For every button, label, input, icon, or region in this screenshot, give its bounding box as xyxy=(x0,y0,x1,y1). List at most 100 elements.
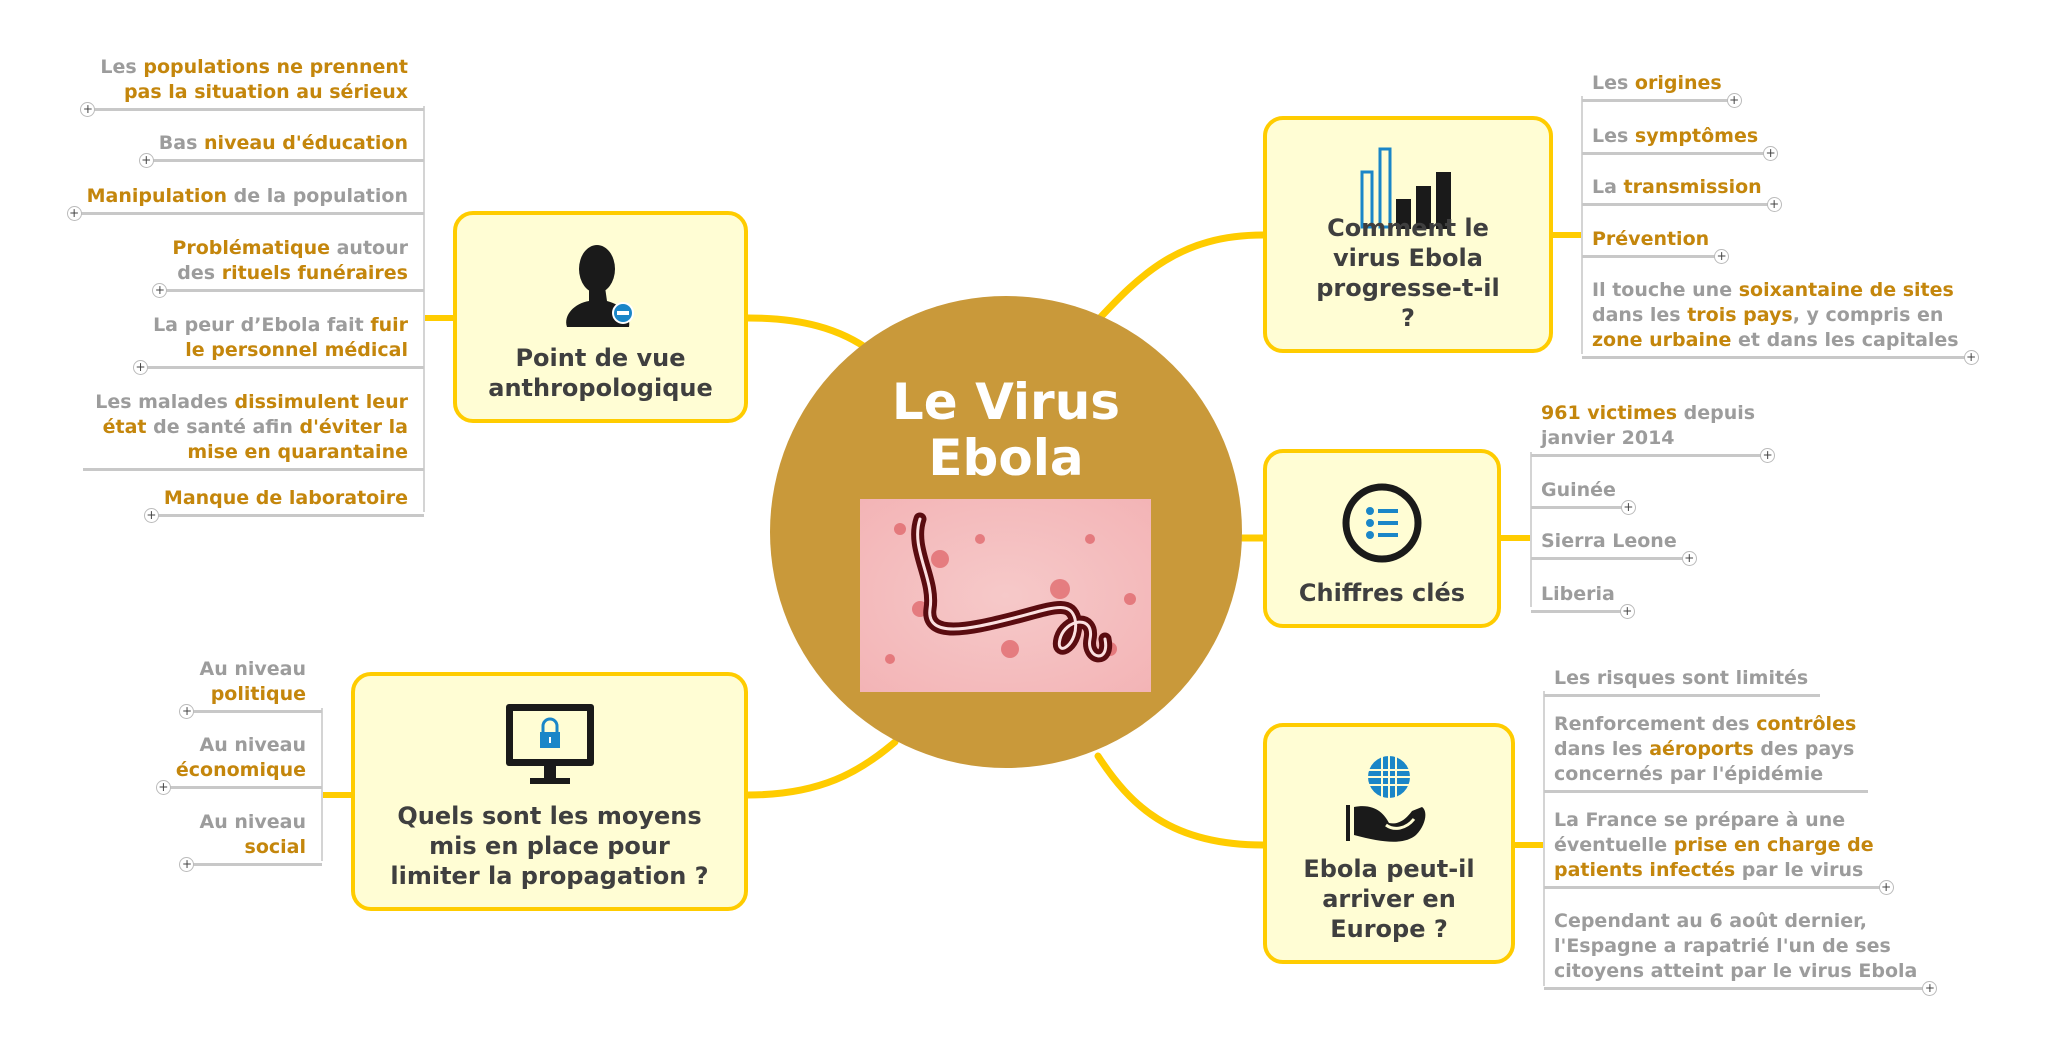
highlighted-text: populations ne prennent xyxy=(143,56,408,78)
subtopic-anthropo-1[interactable]: Bas niveau d'éducation+ xyxy=(138,131,424,168)
connector-moyens xyxy=(744,738,899,799)
expand-plus-icon[interactable]: + xyxy=(1963,350,1979,365)
highlighted-text: Prévention xyxy=(1592,228,1710,250)
subtopic-europe-0[interactable]: Les risques sont limités xyxy=(1544,666,1821,697)
highlighted-text: politique xyxy=(210,683,306,705)
subtopic-chiffres-1[interactable]: Guinée + xyxy=(1531,478,1636,515)
expand-plus-icon[interactable]: + xyxy=(1681,551,1697,566)
expand-plus-icon[interactable]: + xyxy=(1878,880,1894,895)
subtopic-text: Renforcement des xyxy=(1554,713,1757,735)
subtopic-progression-1[interactable]: Les symptômes + xyxy=(1582,124,1779,161)
connector-anthropo xyxy=(744,314,876,356)
highlighted-text: fuir xyxy=(370,314,408,336)
subtopic-text: La France se prépare à une xyxy=(1554,809,1846,831)
topic-chiffres[interactable]: Chiffres clés xyxy=(1263,449,1501,628)
subtopic-text: depuis xyxy=(1677,402,1756,424)
subtopic-anthropo-4[interactable]: La peur d’Ebola fait fuir le personnel mé… xyxy=(133,313,424,375)
subtopic-text: Les xyxy=(1592,125,1635,147)
expand-plus-icon[interactable]: + xyxy=(1760,448,1776,463)
expand-plus-icon[interactable]: + xyxy=(1620,500,1636,515)
central-title-line1: Le Virus xyxy=(891,373,1121,431)
subtopic-text: éventuelle xyxy=(1554,834,1674,856)
subtopic-anthropo-6[interactable]: Manque de laboratoire+ xyxy=(143,486,424,523)
expand-plus-icon[interactable]: + xyxy=(66,206,82,221)
subtopic-text: janvier 2014 xyxy=(1541,427,1675,449)
expand-plus-icon[interactable]: + xyxy=(80,102,96,117)
highlighted-text: zone urbaine xyxy=(1592,329,1732,351)
subtopic-bracket-line xyxy=(1543,691,1545,986)
highlighted-text: soixantaine de sites xyxy=(1738,279,1954,301)
subtopic-text: La xyxy=(1592,176,1624,198)
central-title: Le Virus Ebola xyxy=(770,374,1242,486)
highlighted-text: Problématique xyxy=(172,237,330,259)
highlighted-text: Manipulation xyxy=(86,185,228,207)
subtopic-progression-2[interactable]: La transmission + xyxy=(1582,175,1782,212)
subtopic-text: Au niveau xyxy=(199,734,306,756)
expand-plus-icon[interactable]: + xyxy=(133,360,149,375)
subtopic-europe-3[interactable]: Cependant au 6 août dernier,l'Espagne a … xyxy=(1544,909,1938,996)
topic-europe[interactable]: Ebola peut-il arriver en Europe ? xyxy=(1263,723,1515,964)
expand-plus-icon[interactable]: + xyxy=(179,704,195,719)
topic-anthropo[interactable]: Point de vue anthropologique xyxy=(453,211,748,423)
highlighted-text: pas la situation au sérieux xyxy=(123,81,408,103)
subtopic-chiffres-3[interactable]: Liberia+ xyxy=(1531,582,1635,619)
subtopic-text: autour xyxy=(330,237,408,259)
expand-plus-icon[interactable]: + xyxy=(1766,197,1782,212)
subtopic-text: dans les xyxy=(1554,738,1650,760)
highlighted-text: mise en quarantaine xyxy=(187,441,408,463)
subtopic-text: par le virus xyxy=(1735,859,1864,881)
topic-progression[interactable]: Comment le virus Ebola progresse-t-il ? xyxy=(1263,116,1553,353)
expand-plus-icon[interactable]: + xyxy=(1726,93,1742,108)
highlighted-text: contrôles xyxy=(1756,713,1857,735)
subtopic-progression-0[interactable]: Les origines+ xyxy=(1582,71,1742,108)
subtopic-moyens-1[interactable]: Au niveau économique + xyxy=(155,733,322,795)
subtopic-text: concernés par l'épidémie xyxy=(1554,763,1824,785)
subtopic-text: La peur d’Ebola fait xyxy=(153,314,371,336)
central-topic[interactable]: Le Virus Ebola xyxy=(770,296,1242,768)
expand-plus-icon[interactable]: + xyxy=(1922,981,1938,996)
expand-plus-icon[interactable]: + xyxy=(1763,146,1779,161)
subtopic-text: dans les xyxy=(1592,304,1688,326)
expand-plus-icon[interactable]: + xyxy=(152,283,168,298)
expand-plus-icon[interactable]: + xyxy=(179,857,195,872)
subtopic-progression-3[interactable]: Prévention + xyxy=(1582,227,1730,264)
subtopic-text: Les risques sont limités xyxy=(1554,667,1809,689)
subtopic-europe-2[interactable]: La France se prépare à une éventuelle pri… xyxy=(1544,808,1894,895)
expand-plus-icon[interactable]: + xyxy=(155,780,171,795)
expand-plus-icon[interactable]: + xyxy=(1619,604,1635,619)
bar-chart-icon xyxy=(1267,144,1549,229)
subtopic-text: de la population xyxy=(227,185,408,207)
expand-plus-icon[interactable]: + xyxy=(138,153,154,168)
highlighted-text: trois pays xyxy=(1687,304,1793,326)
subtopic-chiffres-2[interactable]: Sierra Leone+ xyxy=(1531,529,1697,566)
expand-plus-icon[interactable]: + xyxy=(1714,249,1730,264)
highlighted-text: dissimulent leur xyxy=(234,391,409,413)
topic-label: Ebola peut-il arriver en Europe ? xyxy=(1303,855,1475,943)
subtopic-text: et dans les capitales xyxy=(1731,329,1959,351)
highlighted-text: niveau d'éducation xyxy=(204,132,408,154)
topic-moyens[interactable]: Quels sont les moyens mis en place pour … xyxy=(351,672,748,911)
person-minus-icon xyxy=(457,243,744,333)
subtopic-text: Cependant au 6 août dernier, xyxy=(1554,910,1867,932)
subtopic-anthropo-0[interactable]: Les populations ne prennent pas la situat… xyxy=(80,55,424,117)
subtopic-text: Les xyxy=(100,56,144,78)
ebola-virus-image xyxy=(860,499,1151,692)
highlighted-text: économique xyxy=(175,759,306,781)
subtopic-text: Guinée xyxy=(1541,479,1616,501)
highlighted-text: le personnel médical xyxy=(185,339,408,361)
connector-progression xyxy=(1094,231,1267,324)
subtopic-anthropo-2[interactable]: Manipulation de la population + xyxy=(66,184,424,221)
highlighted-text: transmission xyxy=(1623,176,1762,198)
highlighted-text: symptômes xyxy=(1634,125,1759,147)
highlighted-text: prise en charge de xyxy=(1673,834,1874,856)
expand-plus-icon[interactable]: + xyxy=(143,508,159,523)
connector-europe xyxy=(1094,752,1267,849)
subtopic-bracket-line xyxy=(321,708,323,861)
